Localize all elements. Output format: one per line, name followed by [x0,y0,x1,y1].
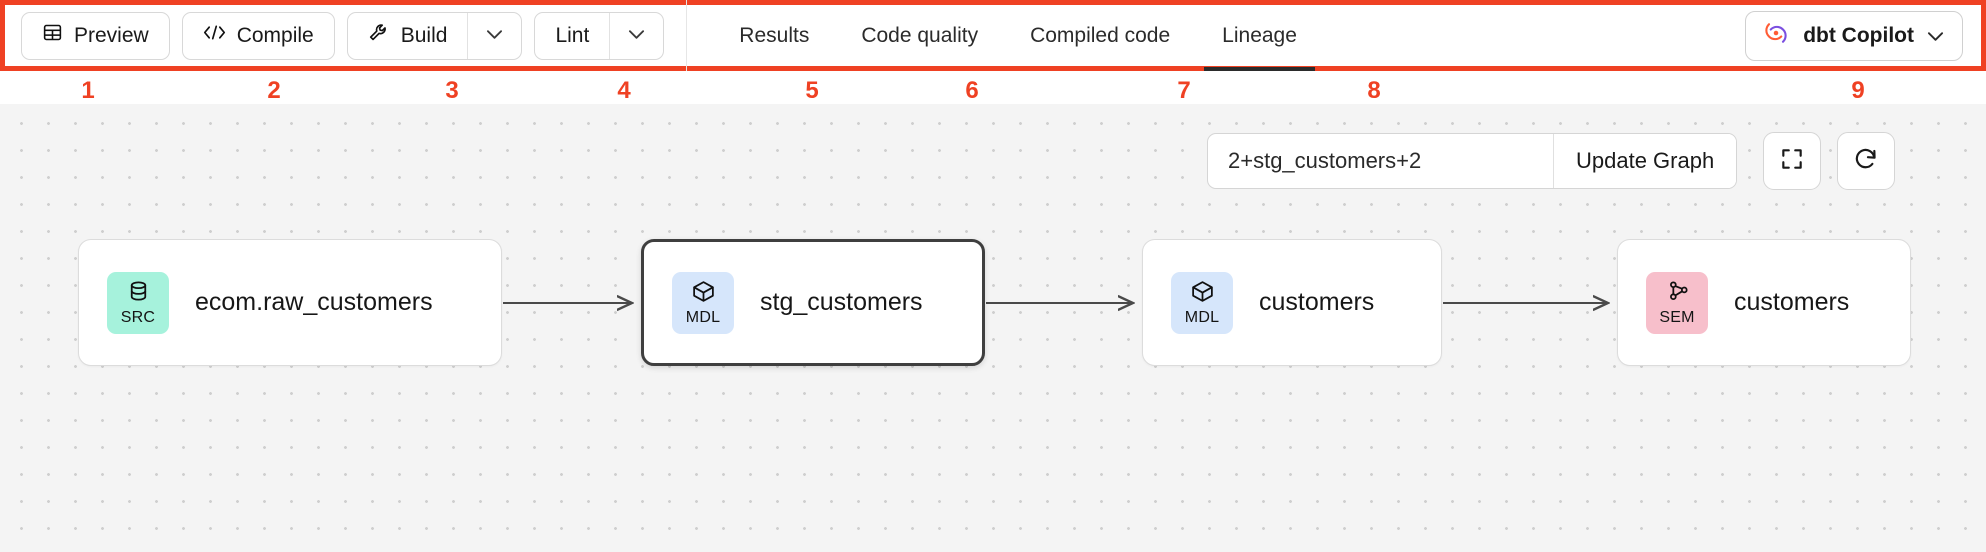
preview-button-label: Preview [74,23,149,47]
cube-icon [1190,279,1215,309]
node-selector-group: Update Graph [1207,133,1738,189]
graph-icon-buttons [1763,132,1896,190]
lint-dropdown-toggle[interactable] [609,12,663,59]
toolbar-right: dbt Copilot [1745,10,1981,61]
annotation-marker-7: 7 [1177,77,1191,104]
preview-button[interactable]: Preview [21,11,170,60]
node-badge-src-label: SRC [120,309,156,326]
lint-button[interactable]: Lint [535,13,609,59]
lineage-node-customers-model[interactable]: MDL customers [1142,239,1442,366]
annotation-marker-8: 8 [1367,77,1381,104]
annotation-marker-9: 9 [1851,77,1865,104]
node-label-raw-customers: ecom.raw_customers [195,288,433,316]
tab-lineage[interactable]: Lineage [1196,0,1323,71]
node-badge-mdl-label: MDL [1184,309,1220,326]
chevron-down-icon [628,27,645,45]
table-icon [42,22,63,49]
tab-compiled-code-label: Compiled code [1030,23,1171,47]
build-button-label: Build [400,23,448,47]
tab-results-label: Results [739,23,810,47]
graph-controls: Update Graph [1207,132,1896,190]
lint-button-label: Lint [555,23,590,47]
lineage-node-customers-semantic[interactable]: SEM customers [1617,239,1911,366]
annotation-marker-4: 4 [617,77,631,104]
tab-code-quality-label: Code quality [861,23,979,47]
toolbar-actions: Preview Compile [5,5,665,66]
lineage-canvas[interactable]: Update Graph [0,104,1986,552]
reset-graph-button[interactable] [1837,132,1896,190]
annotation-marker-1: 1 [81,77,95,104]
chevron-down-icon [486,27,503,45]
refresh-icon [1853,146,1879,177]
build-dropdown-toggle[interactable] [467,12,521,59]
dbt-copilot-icon [1762,19,1790,53]
toolbar-divider [686,0,688,71]
compile-button-label: Compile [236,23,314,47]
editor-toolbar: Preview Compile [0,0,1986,71]
node-badge-sem-label: SEM [1659,309,1695,326]
node-label-customers-semantic: customers [1734,288,1850,316]
build-split-button: Build [346,11,523,60]
compile-button[interactable]: Compile [181,11,335,60]
tab-compiled-code[interactable]: Compiled code [1004,0,1196,71]
node-selector-input[interactable] [1208,134,1553,188]
tab-lineage-label: Lineage [1222,23,1297,47]
annotation-numbers: 1 2 3 4 5 6 7 8 9 [0,71,1986,105]
annotation-marker-3: 3 [445,77,459,104]
fullscreen-icon [1779,146,1805,177]
database-icon [126,279,151,309]
update-graph-button[interactable]: Update Graph [1553,134,1737,188]
node-badge-sem: SEM [1646,271,1708,334]
lineage-node-stg-customers[interactable]: MDL stg_customers [641,239,985,366]
node-label-stg-customers: stg_customers [760,288,923,316]
node-badge-src: SRC [107,271,169,334]
annotation-marker-6: 6 [965,77,979,104]
network-icon [1665,279,1690,309]
update-graph-label: Update Graph [1576,148,1715,173]
cube-icon [691,279,716,309]
node-label-customers-model: customers [1259,288,1375,316]
annotation-marker-2: 2 [267,77,281,104]
result-tabs: Results Code quality Compiled code Linea… [713,0,1323,71]
dbt-copilot-button[interactable]: dbt Copilot [1745,10,1963,61]
chevron-down-icon [1927,24,1944,48]
tab-results[interactable]: Results [713,0,835,71]
annotation-marker-5: 5 [805,77,819,104]
lineage-node-raw-customers[interactable]: SRC ecom.raw_customers [78,239,502,366]
tab-code-quality[interactable]: Code quality [835,0,1004,71]
fit-view-button[interactable] [1763,132,1822,190]
lint-split-button: Lint [534,11,665,60]
node-badge-mdl-label: MDL [685,309,721,326]
node-badge-mdl: MDL [1171,271,1233,334]
dbt-copilot-label: dbt Copilot [1803,23,1914,47]
code-icon [203,23,226,48]
node-badge-mdl: MDL [672,271,734,334]
build-button[interactable]: Build [348,13,468,59]
wrench-icon [368,22,390,50]
